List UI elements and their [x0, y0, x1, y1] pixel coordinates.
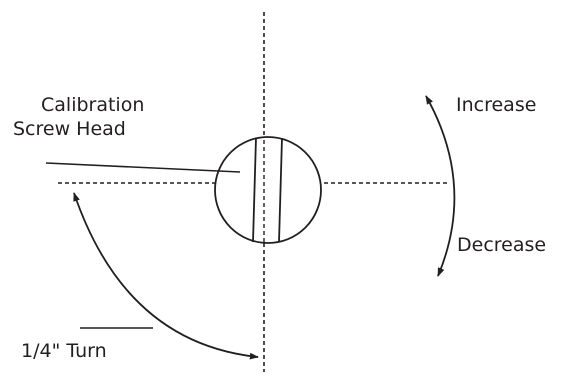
calibration-label-line2: Screw Head [13, 118, 126, 140]
screw-head-circle [214, 136, 322, 244]
increase-label: Increase [456, 94, 537, 116]
adjustment-direction-arc [425, 95, 456, 277]
quarter-turn-label: 1/4" Turn [21, 340, 107, 362]
decrease-label: Decrease [457, 234, 547, 256]
calibration-label-line1: Calibration [41, 94, 145, 116]
quarter-turn-arc [73, 192, 259, 360]
screw-slot-right-edge [278, 137, 283, 243]
calibration-leader-line [45, 162, 241, 173]
